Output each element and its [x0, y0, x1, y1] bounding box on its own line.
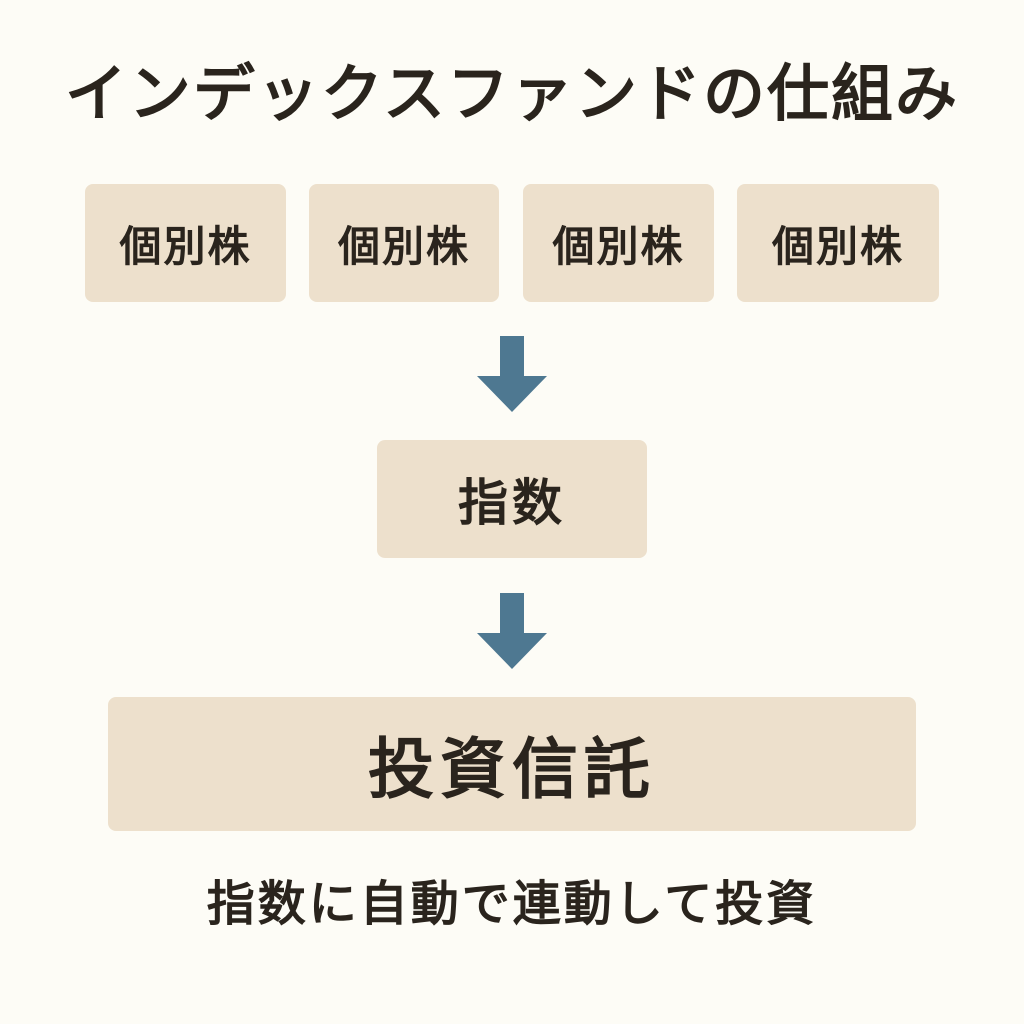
stock-box-2: 個別株: [309, 184, 499, 302]
diagram-caption: 指数に自動で連動して投資: [206, 876, 818, 932]
arrow-down-icon: [477, 593, 547, 669]
stock-box-4: 個別株: [737, 184, 939, 302]
diagram-title: インデックスファンドの仕組み: [64, 57, 960, 130]
stock-box-label: 個別株: [337, 221, 470, 271]
arrow-down-icon: [477, 336, 547, 412]
fund-box: 投資信託: [108, 697, 916, 831]
index-box: 指数: [377, 440, 647, 558]
stock-box-label: 個別株: [552, 221, 685, 271]
stock-box-1: 個別株: [85, 184, 286, 302]
index-box-label: 指数: [458, 474, 566, 532]
fund-box-label: 投資信託: [368, 731, 656, 808]
stock-box-label: 個別株: [119, 221, 252, 271]
stock-box-label: 個別株: [771, 221, 904, 271]
stock-box-3: 個別株: [523, 184, 714, 302]
